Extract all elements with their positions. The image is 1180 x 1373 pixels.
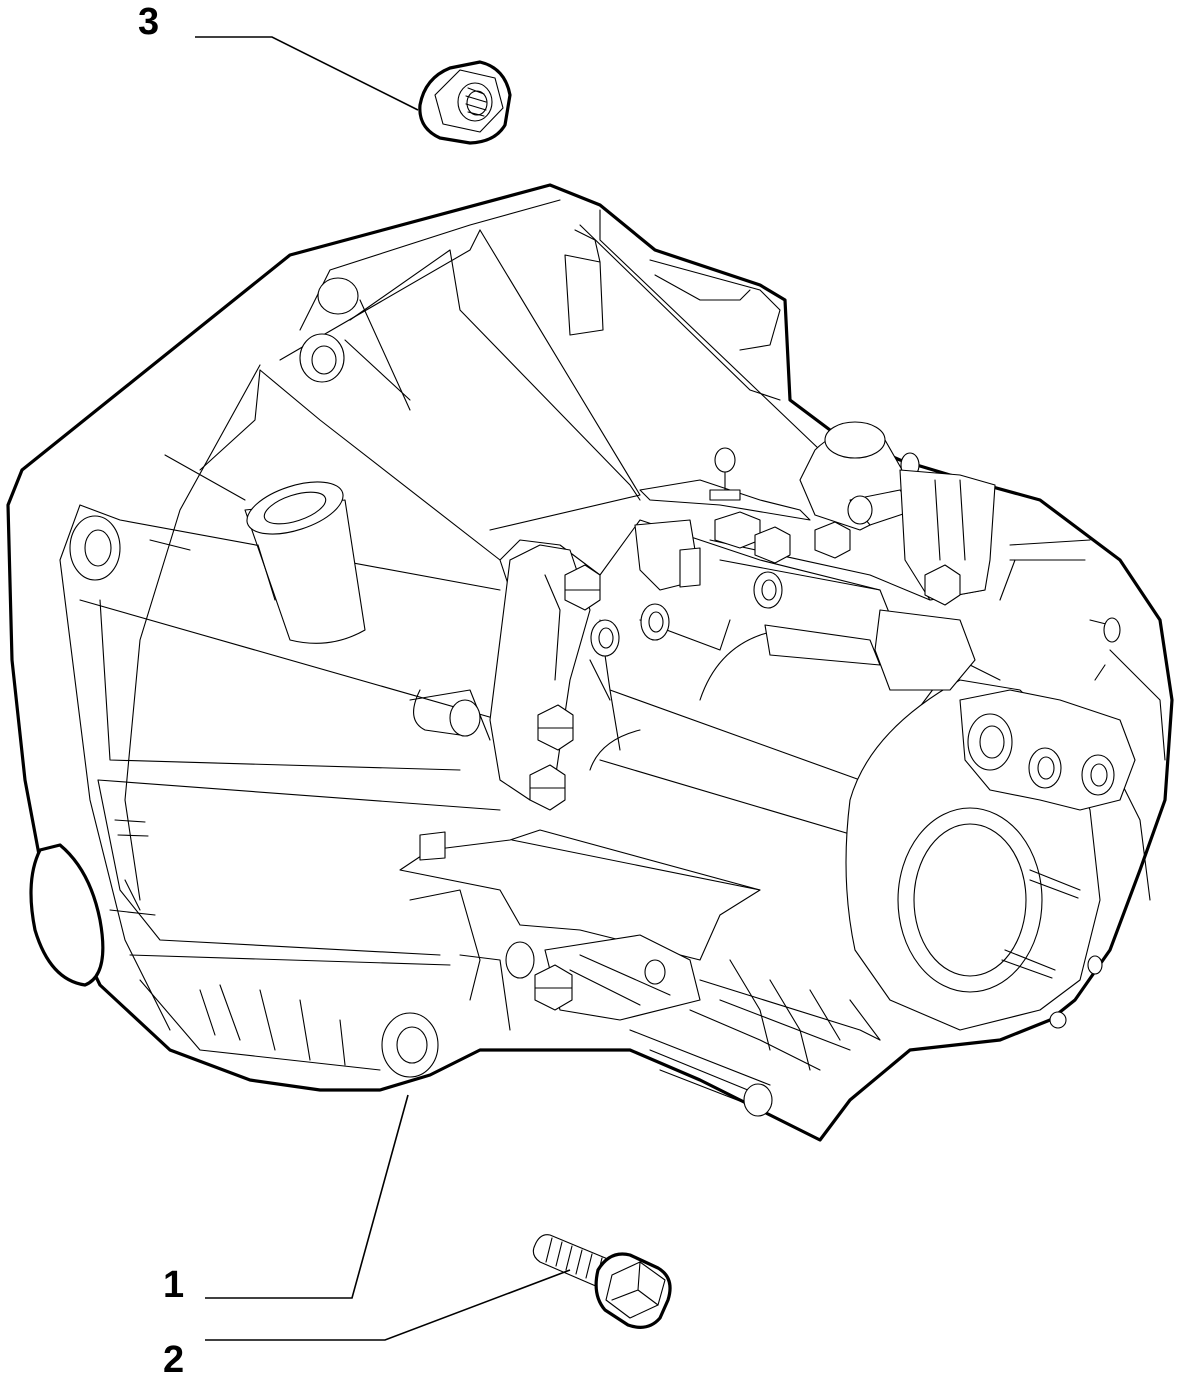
leader-line-1 xyxy=(205,1094,409,1299)
callout-number-1: 1 xyxy=(163,1264,184,1306)
callout-number-2: 2 xyxy=(163,1339,184,1373)
leader-lines xyxy=(195,36,571,1341)
callout-number-3: 3 xyxy=(138,1,159,43)
leader-line-2 xyxy=(205,1269,571,1341)
gearbox-housing xyxy=(6,183,1174,1142)
leader-line-3 xyxy=(195,36,419,111)
flanged-nut xyxy=(418,60,512,145)
flanged-bolt xyxy=(532,1234,672,1329)
